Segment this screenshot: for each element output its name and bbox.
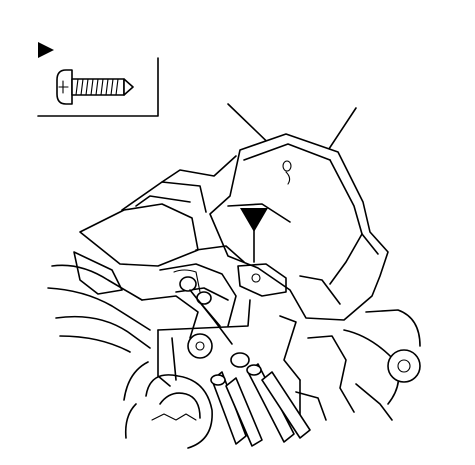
triangle-right-marker-icon xyxy=(38,42,54,58)
engine-body-left xyxy=(47,155,245,353)
cable-fitting-2 xyxy=(246,364,262,376)
cable-end-upper xyxy=(179,276,197,292)
throttle-cables xyxy=(210,363,311,447)
mount-bracket xyxy=(237,208,287,297)
bracket-bolt xyxy=(251,273,261,283)
screw-hole xyxy=(282,160,292,172)
callout-box-border xyxy=(37,57,159,117)
pan-head-screw-icon xyxy=(56,69,134,105)
screw-callout-box xyxy=(37,42,159,117)
cable-bracket xyxy=(157,269,301,431)
triangle-down-marker-icon xyxy=(240,208,268,232)
lower-assembly xyxy=(123,361,213,449)
right-assembly xyxy=(295,309,421,421)
cover-housing xyxy=(209,133,389,321)
pulley-boss xyxy=(187,333,213,359)
mount-eye xyxy=(387,349,421,383)
cable-end-lower xyxy=(230,352,250,368)
cable-fitting-1 xyxy=(210,374,226,386)
